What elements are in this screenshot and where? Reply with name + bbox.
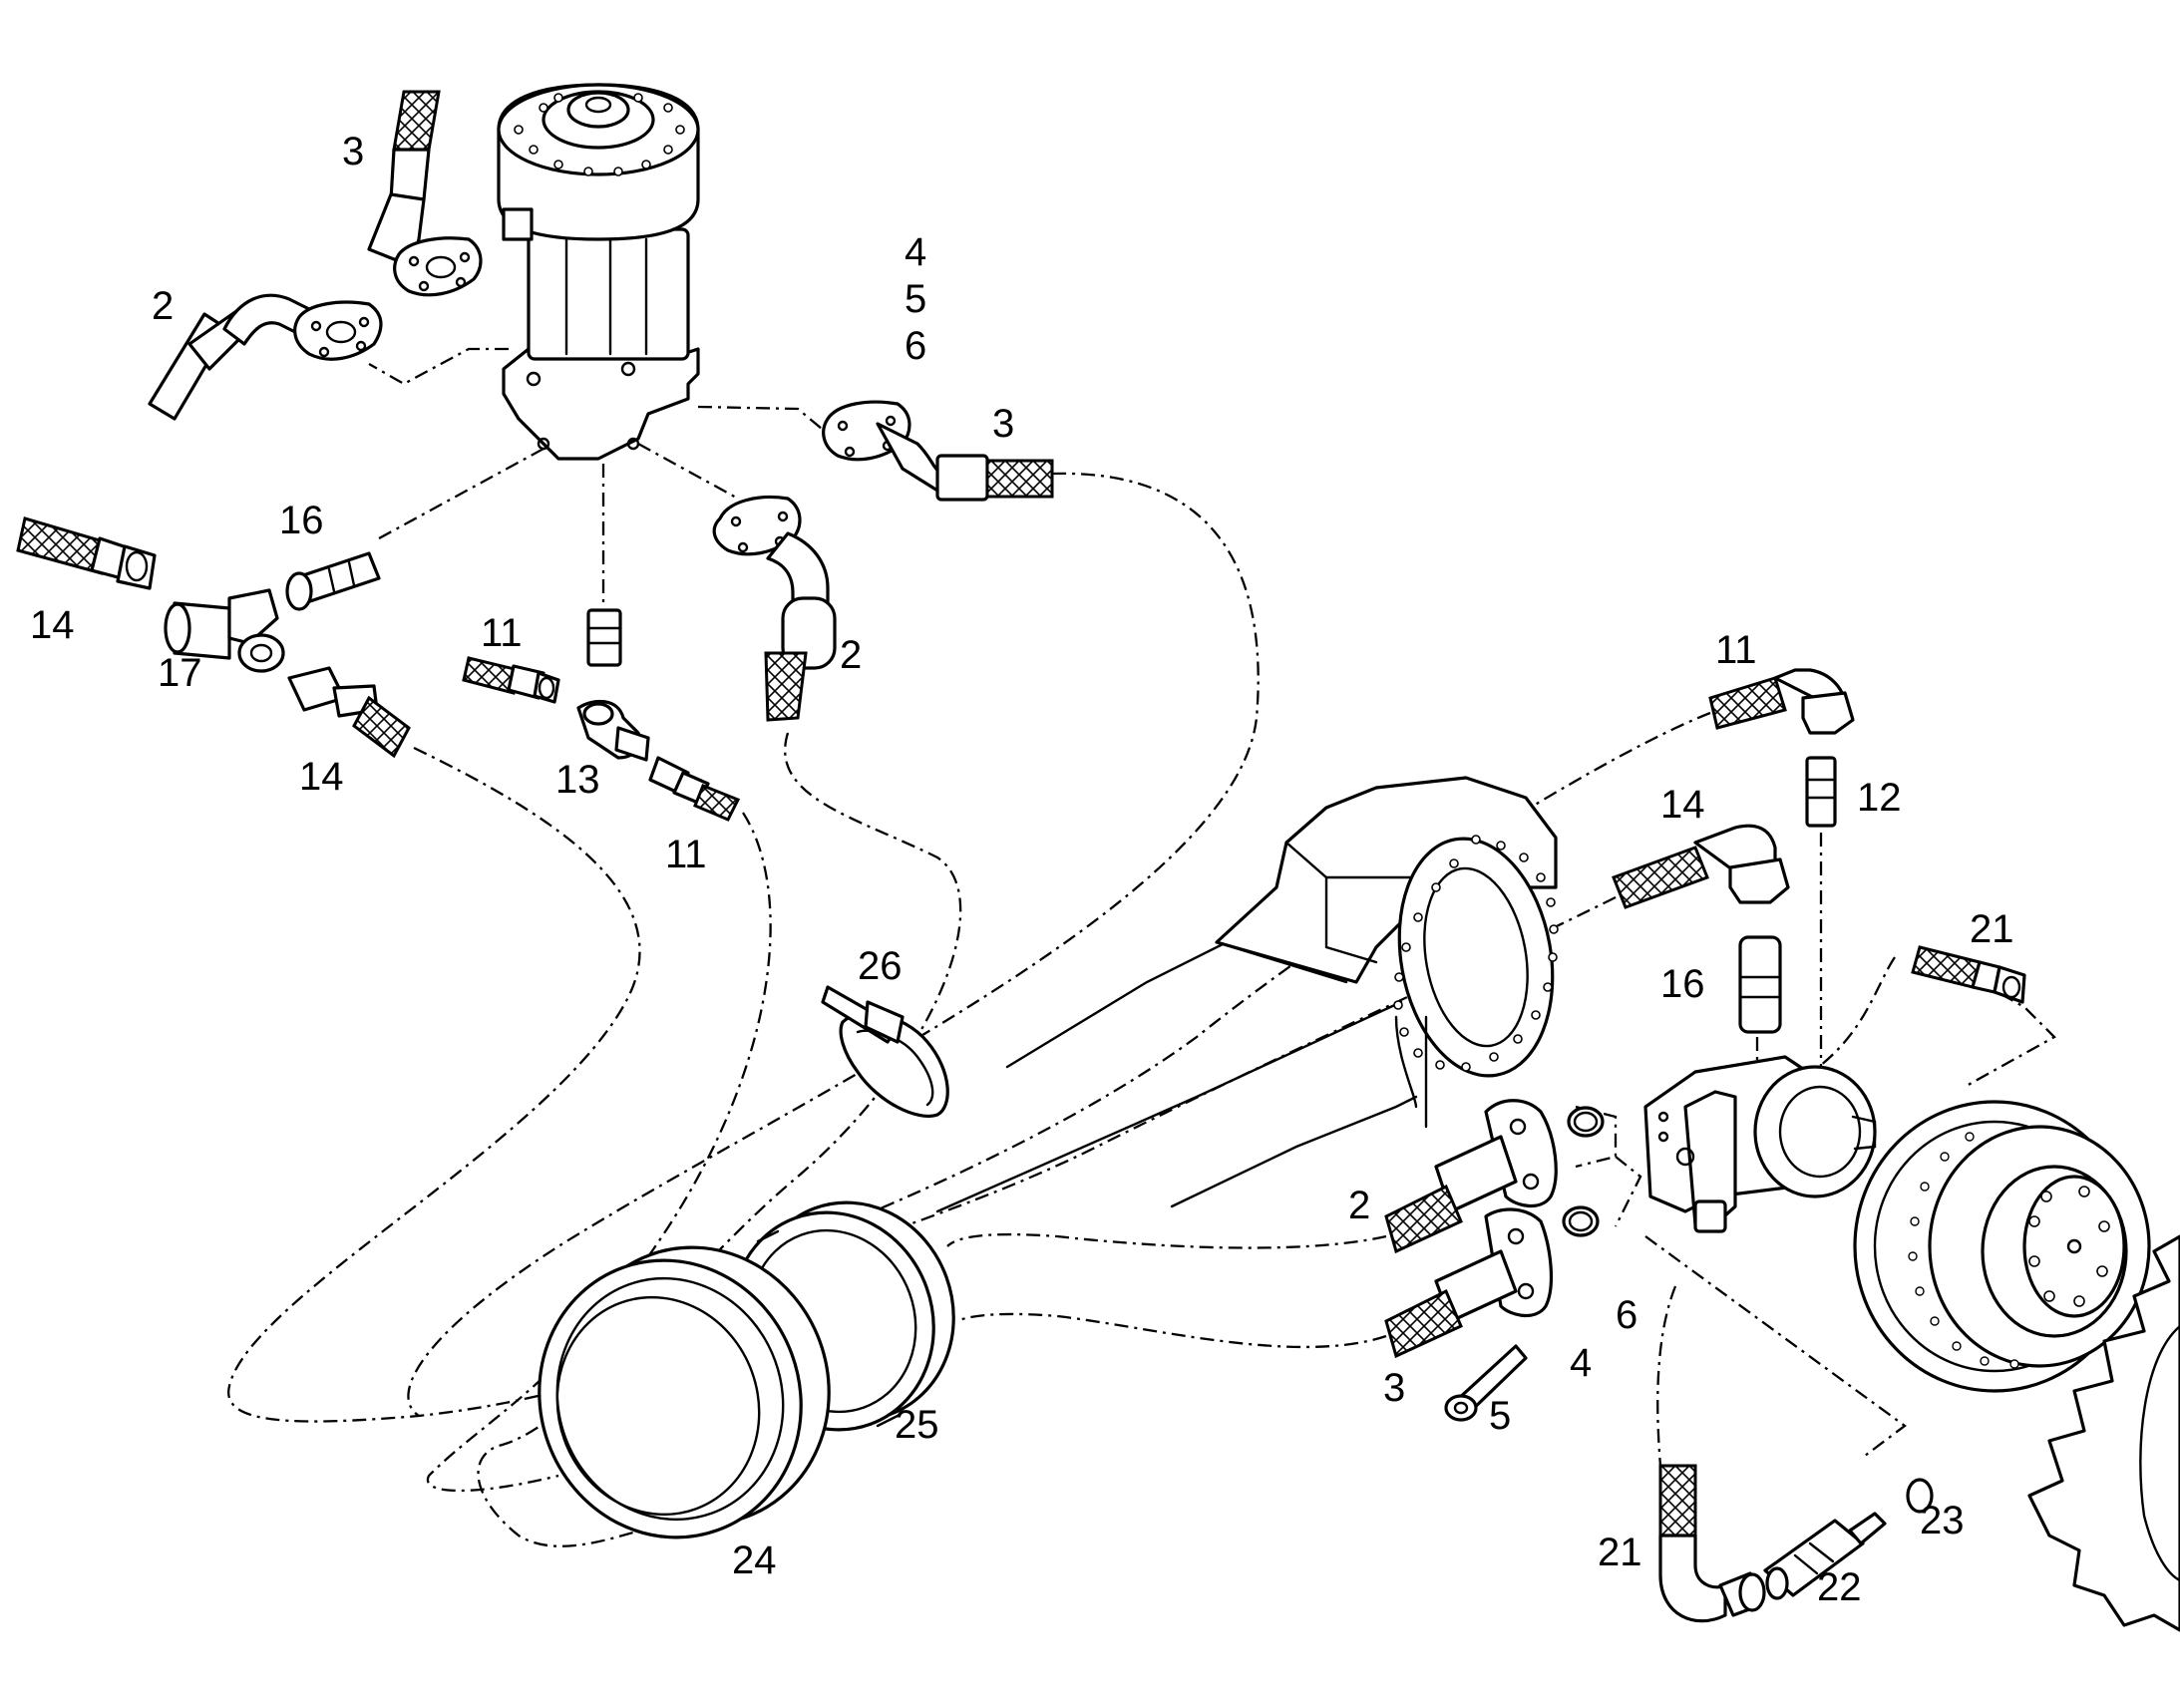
- callout-2: 2: [1348, 1184, 1370, 1227]
- route-3-long: [407, 472, 1260, 1417]
- valve-block: [1643, 1055, 1877, 1233]
- route-2-right: [946, 1232, 1387, 1249]
- callout-16: 16: [1660, 962, 1705, 1006]
- route-oring-right: [1614, 1156, 1642, 1227]
- hose-assembly-3-right-lower: [1384, 1207, 1554, 1359]
- callout-11: 11: [665, 833, 707, 876]
- hose-assembly-3-left: [367, 90, 483, 297]
- callout-24: 24: [732, 1538, 777, 1582]
- callout-26: 26: [858, 944, 903, 988]
- drive-sprocket: [2027, 1234, 2180, 1632]
- callout-16: 16: [279, 499, 324, 542]
- route-21-bottom: [1656, 1285, 1677, 1467]
- route-cable-top: [1804, 956, 1896, 1078]
- route-motor-to-16: [378, 447, 545, 540]
- callout-13: 13: [555, 758, 600, 802]
- sensor-hose-21-top: [1911, 945, 2026, 1004]
- callout-6: 6: [1616, 1293, 1637, 1337]
- callout-3: 3: [992, 402, 1014, 446]
- route-motor-left-flange: [368, 347, 509, 386]
- callout-5: 5: [905, 277, 926, 321]
- callout-14: 14: [30, 603, 75, 647]
- fitting-cluster-middle: [462, 608, 741, 822]
- hose-assembly-2-left: [148, 293, 383, 421]
- callout-25: 25: [895, 1403, 939, 1447]
- callout-2: 2: [152, 284, 174, 328]
- axle-flange: [1397, 837, 1555, 1078]
- final-drive: [1853, 1100, 2151, 1393]
- callout-21: 21: [1970, 907, 2014, 951]
- o-rings: [1562, 1106, 1605, 1237]
- hose-assembly-2-mid: [712, 495, 837, 722]
- callout-4: 4: [905, 230, 926, 274]
- callout-17: 17: [158, 651, 202, 695]
- hose-assembly-2-right: [1384, 1099, 1558, 1254]
- fitting-cluster-right: [1612, 668, 1855, 1034]
- callout-5: 5: [1489, 1394, 1511, 1438]
- callout-11: 11: [1715, 628, 1757, 672]
- callout-21: 21: [1598, 1531, 1642, 1574]
- callout-23: 23: [1920, 1499, 1965, 1542]
- swivel-joint-motor: [497, 83, 700, 461]
- sensor-hose-21-bottom: [1658, 1464, 1766, 1623]
- callout-22: 22: [1817, 1565, 1862, 1609]
- callout-14: 14: [1660, 783, 1705, 827]
- route-22-23: [1644, 1235, 1907, 1457]
- callout-14: 14: [299, 755, 344, 799]
- route-2-mid: [477, 732, 962, 1547]
- hose-assembly-3-right: [822, 400, 1054, 502]
- cap-screw: [1444, 1344, 1528, 1422]
- callout-4: 4: [1570, 1341, 1592, 1385]
- callout-6: 6: [905, 324, 926, 368]
- snap-ring-23: [1906, 1478, 1934, 1514]
- callout-11: 11: [481, 611, 523, 655]
- hose-clamp-26: [821, 985, 949, 1118]
- cover-ring-24: [538, 1245, 831, 1539]
- callout-3: 3: [342, 130, 364, 173]
- callout-12: 12: [1857, 776, 1902, 820]
- route-21-top: [1924, 950, 2056, 1089]
- axle-housing: [935, 776, 1559, 1213]
- check-valve-22: [1763, 1512, 1887, 1600]
- route-motor-to-right-flange: [697, 405, 829, 435]
- callout-3: 3: [1383, 1366, 1405, 1410]
- route-3-right: [956, 1312, 1387, 1349]
- callout-2: 2: [840, 633, 862, 677]
- callout-labels: 3 2 4 5 6 3 16 14 17 14 11 13 11 2 11 12…: [30, 130, 2014, 1609]
- flange-bolt-holes: [1393, 835, 1559, 1072]
- fitting-cluster-left: [16, 516, 411, 759]
- route-motor-to-2mid: [637, 442, 739, 501]
